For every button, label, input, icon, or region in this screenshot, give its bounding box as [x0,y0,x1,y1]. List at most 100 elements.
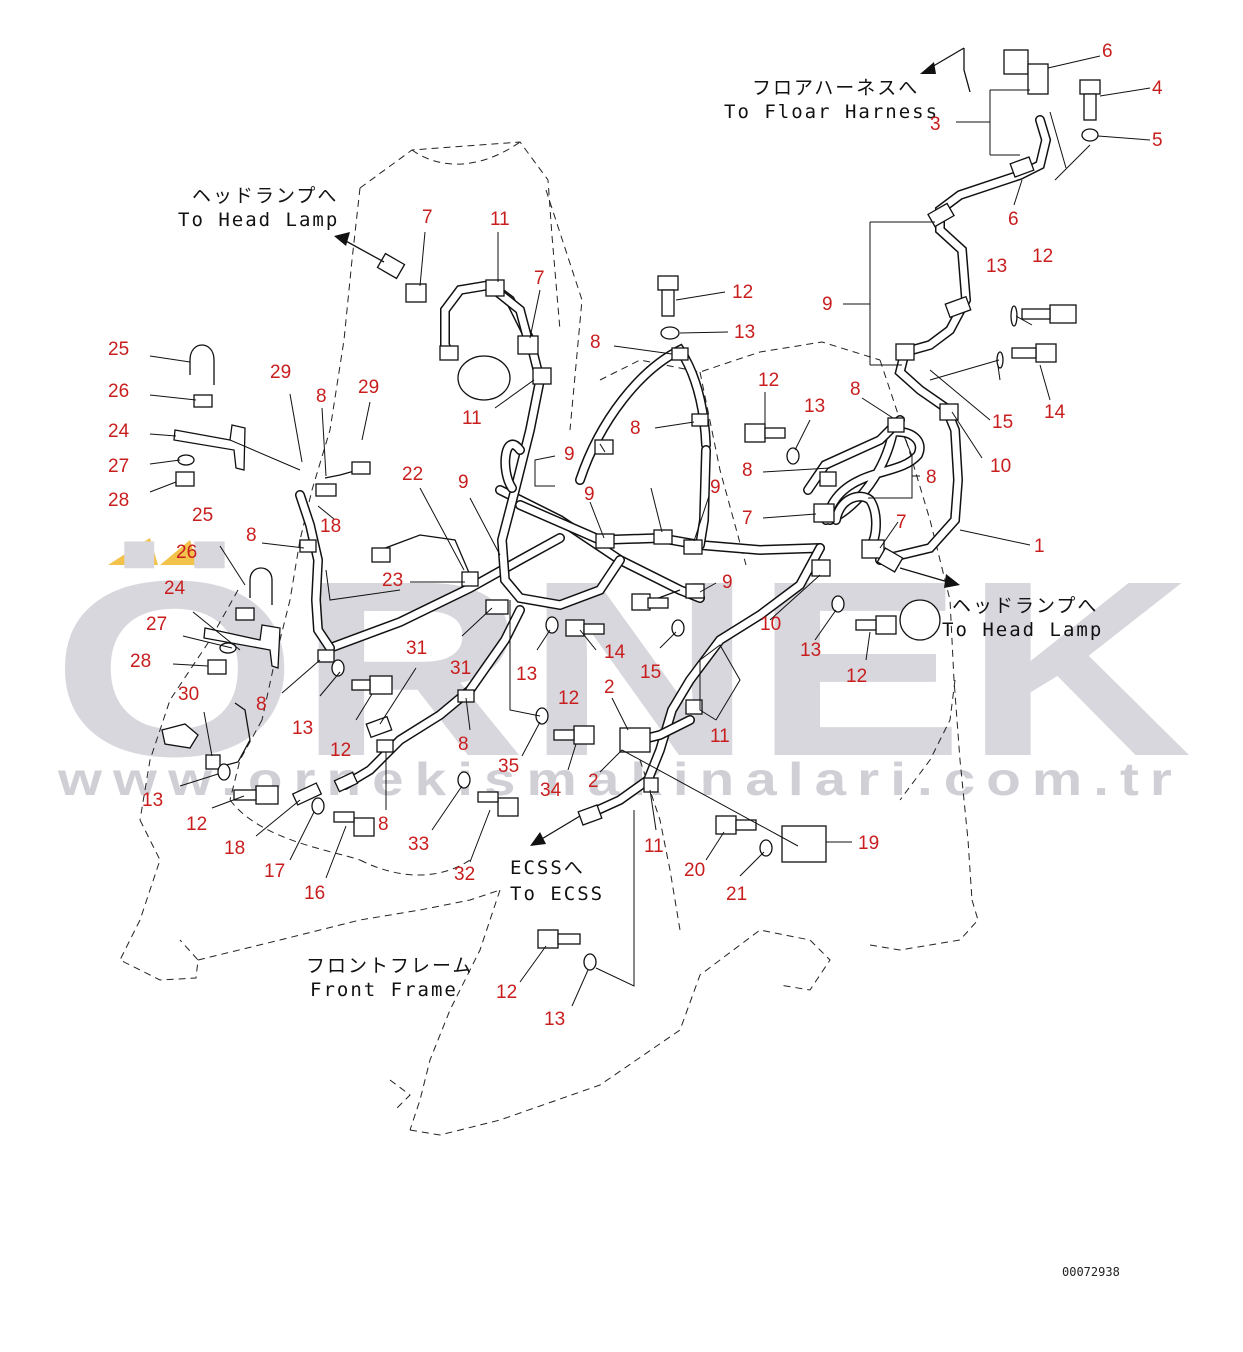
washer-13-left [331,659,345,677]
clamp-7-b [517,335,539,355]
clip-26a [193,394,213,408]
clip-26b [235,607,255,621]
callout: 12 [846,666,867,687]
washer-27a [177,454,195,466]
connector-29 [351,461,371,475]
callout: 20 [684,860,705,881]
callout: 6 [1008,209,1019,230]
washer-13-top [660,326,680,340]
head-lamp-left-label-en: To Head Lamp [178,209,339,231]
callout: 9 [710,477,721,498]
clamp-11-a [485,279,505,297]
callout: 30 [178,684,199,705]
leader-lines [149,55,1151,1007]
clamp-9-mid [594,439,614,455]
callout: 6 [1102,41,1113,62]
watermark: ÖRNEK www.ornekismakinalari.com.tr [52,529,1192,808]
callout: 11 [644,836,664,857]
callout: 29 [270,362,291,383]
callout: 13 [544,1009,565,1030]
callout: 12 [186,814,207,835]
arrow-head-lamp-right [944,574,960,588]
washer-17 [311,797,325,815]
destination-labels: フロアハーネスへ To Floar Harness ヘッドランプへ To Hea… [178,77,1120,1279]
clamp-11-lower [685,699,703,715]
washer-13-right-lower [831,595,845,613]
callout: 26 [176,542,197,563]
clamp-9-right [944,295,972,319]
front-frame-label-jp: フロントフレーム [306,955,473,977]
callout: 8 [246,525,257,546]
callout: 12 [558,688,579,709]
callout: 21 [726,884,747,905]
bolt-12-bottom [537,929,581,949]
callout: 12 [330,740,351,761]
callout: 24 [108,421,130,442]
callout: 15 [992,412,1013,433]
u-bolt-25b [249,567,273,605]
callout: 7 [896,512,907,533]
connector-left-rear [439,345,459,361]
callout: 34 [540,780,562,801]
callout: 18 [320,516,341,537]
callout: 17 [264,861,285,882]
watermark-accent-shape [108,538,158,565]
clamp-8-right-2 [819,471,837,487]
clamp-18 [315,483,337,497]
callout: 28 [108,490,129,511]
callout: 4 [1152,78,1163,99]
clamp-6-top [1009,156,1035,178]
callout: 10 [760,614,781,635]
bolt-20 [715,815,757,835]
watermark-accent-shape-2 [160,540,198,565]
head-lamp-left-label-jp: ヘッドランプへ [192,185,338,207]
connector-head-lamp-right [876,547,904,573]
fasteners [161,79,1101,971]
bolt-34 [553,725,595,745]
callout: 13 [516,664,537,685]
callout: 19 [858,833,879,854]
arrow-head-lamp-left [334,232,350,246]
callout: 31 [450,658,471,679]
callout: 13 [292,718,313,739]
washer-27b [219,642,237,654]
clamp-8-right [887,417,905,433]
callout: 8 [256,694,267,715]
watermark-brand: ÖRNEK [52,529,1192,808]
callout: 14 [604,642,626,663]
drawing-number: 00072938 [1062,1265,1120,1279]
callout: 9 [584,484,595,505]
harness-bundles [214,115,1052,815]
callout: 11 [490,209,510,230]
callout: 27 [146,614,167,635]
nut-28b [207,659,227,675]
callout: 7 [534,268,545,289]
bolt-12-right-lower [855,615,897,635]
clamps [205,156,1035,793]
clamp-22 [461,571,479,587]
callout: 33 [408,834,429,855]
washer-5 [1081,128,1099,142]
head-lamp-right-label-en: To Head Lamp [942,619,1103,641]
clamp-7-a [405,283,427,303]
callout: 8 [742,460,753,481]
callout: 12 [496,982,517,1003]
front-frame-label-en: Front Frame [310,979,458,1001]
washer-35 [535,707,549,725]
callout: 16 [304,883,325,904]
callout: 29 [358,377,379,398]
callout: 10 [990,456,1011,477]
connector-2 [619,727,651,753]
callout: 1 [1034,536,1045,557]
callout: 9 [564,444,575,465]
callout: 12 [1032,246,1053,267]
callout: 8 [590,332,601,353]
callout: 7 [742,508,753,529]
connector-floor-harness [1003,49,1029,75]
callout: 18 [224,838,245,859]
callout: 2 [588,771,599,792]
clamp-8-center [653,529,673,545]
front-frame-outline [119,141,979,1136]
callout: 13 [734,322,755,343]
